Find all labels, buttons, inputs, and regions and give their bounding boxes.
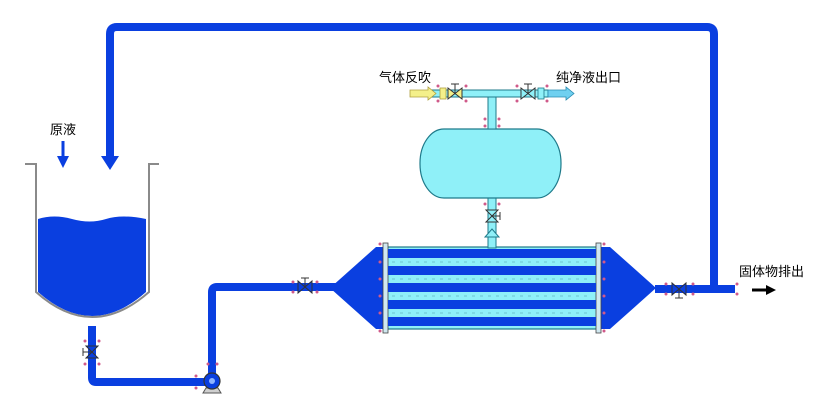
gas-backblow-label: 气体反吹 — [379, 71, 432, 86]
flange-icon — [515, 84, 549, 103]
permeate-tank — [419, 128, 562, 199]
membrane-tube — [388, 283, 596, 292]
gas-inlet-arrow-icon — [409, 86, 437, 101]
membrane-tube — [388, 249, 596, 258]
membrane-tube — [388, 266, 596, 275]
clean-liquid-outlet-label: 纯净液出口 — [556, 71, 622, 86]
raw-liquid-label: 原液 — [50, 123, 77, 138]
raw-liquid-arrow-icon — [57, 156, 69, 168]
flange-icon — [194, 362, 219, 390]
permeate-flow-marks — [392, 261, 592, 314]
flange-icon — [664, 282, 739, 296]
flange-icon — [83, 339, 101, 366]
flange-icon — [483, 202, 501, 206]
tank-liquid — [38, 216, 146, 316]
gas-valve-icon — [447, 83, 463, 101]
flange-icon — [483, 117, 501, 128]
tube-sheet-left — [382, 242, 389, 334]
permeate-top-pipe — [487, 95, 497, 130]
flange-icon — [291, 280, 319, 294]
recirculation-return-pipe — [106, 23, 718, 293]
flange-icon — [378, 242, 606, 333]
solids-discharge-arrow-icon — [766, 285, 776, 295]
flange-icon — [436, 84, 468, 103]
feed-tank — [25, 163, 159, 318]
clean-outlet-arrow-icon — [547, 86, 575, 101]
tube-sheet-right — [595, 242, 602, 334]
membrane-module — [330, 242, 656, 334]
solids-discharge-label: 固体物排出 — [739, 265, 805, 280]
tank-outlet-pipe — [88, 326, 206, 386]
gas-filter-icon — [439, 87, 447, 100]
module-outlet-head — [598, 247, 656, 329]
tank-outlet-valve-icon — [82, 345, 100, 359]
membrane-tube — [388, 317, 596, 326]
circulation-pump-icon — [202, 372, 222, 394]
permeate-valve-icon — [484, 209, 501, 223]
tank-wall — [25, 163, 159, 318]
permeate-riser-arrow-icon — [483, 228, 501, 238]
return-arrow-icon — [101, 156, 119, 170]
concentrate-valve-icon — [671, 281, 687, 299]
clean-outlet-valve-icon — [520, 83, 536, 101]
clean-outlet-filter-icon — [537, 87, 545, 100]
module-inlet-head — [330, 247, 386, 329]
membrane-tube — [388, 300, 596, 309]
feed-valve-icon — [297, 277, 313, 295]
pump-discharge-pipe — [208, 283, 340, 375]
